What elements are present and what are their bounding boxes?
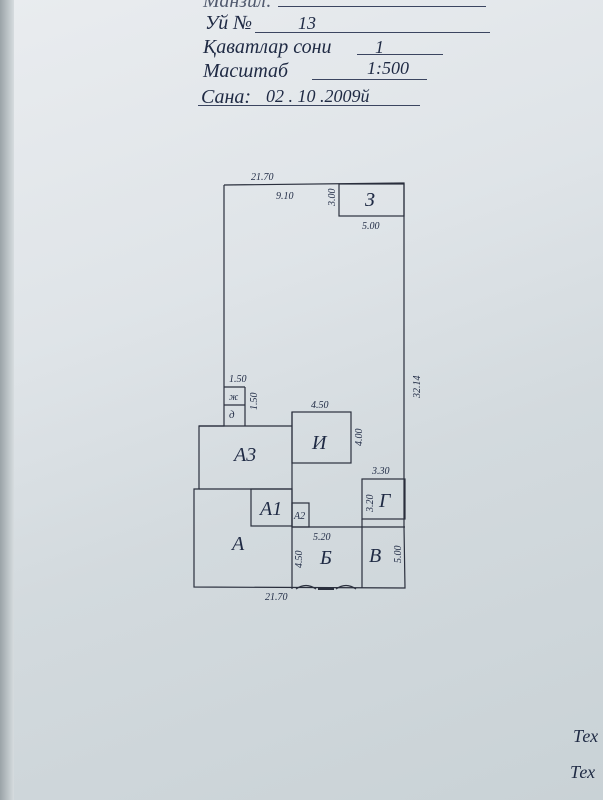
date-value: 02 . 10 .2009й [266,86,370,106]
scale-label: Масштаб [203,60,289,82]
room-a2-label: А2 [293,511,305,522]
dim-right-total: 32.14 [412,376,423,400]
scale-underline [312,79,427,80]
dim-z-height: 3.00 [327,189,338,208]
room-v-label: В [369,545,381,567]
room-a-label: А [230,533,245,555]
house-underline [255,32,490,33]
date-label: Сана: [201,86,252,108]
dim-top-total: 21.70 [251,172,274,183]
dim-b-height: 4.50 [294,551,305,569]
house-label: Уй № [205,12,253,34]
room-a2-outline [291,502,310,528]
scale-value: 1:500 [367,58,409,78]
room-a1-label: А1 [258,498,282,520]
dim-i-width: 4.50 [311,400,329,411]
room-d-label: д [229,409,235,421]
house-number: 13 [298,13,316,33]
room-zh-label: ж [229,392,239,403]
date-underline [198,105,420,106]
room-g-label: Г [378,490,392,512]
room-i-outline [291,411,352,464]
dim-top-left: 9.10 [276,191,294,202]
side-note-2: Тех [570,762,596,782]
dim-zh-width: 1.50 [229,374,247,385]
dim-g-height: 3.20 [365,495,376,514]
dim-v-height: 5.00 [393,546,404,564]
floors-label: Қаватлар сони [203,36,332,58]
room-a3-label: А3 [232,444,256,466]
dim-b-width: 5.20 [313,532,331,543]
dim-i-height: 4.00 [354,429,365,447]
room-z-label: З [365,189,375,211]
room-z-outline [338,183,405,217]
dim-zh-height: 1.50 [249,393,260,411]
room-i-label: И [311,432,328,454]
address-label: Манзил: [203,0,273,12]
side-note-1: Тех [573,726,599,746]
floors-underline [357,54,443,55]
dim-bottom-total: 21.70 [265,592,288,603]
page-edge [0,0,14,800]
room-b-label: Б [319,547,332,569]
dim-g-width: 3.30 [371,466,390,477]
floors-value: 1 [375,37,384,57]
room-g-outline [361,478,406,520]
address-underline [278,6,486,7]
dim-z-width: 5.00 [362,221,380,232]
